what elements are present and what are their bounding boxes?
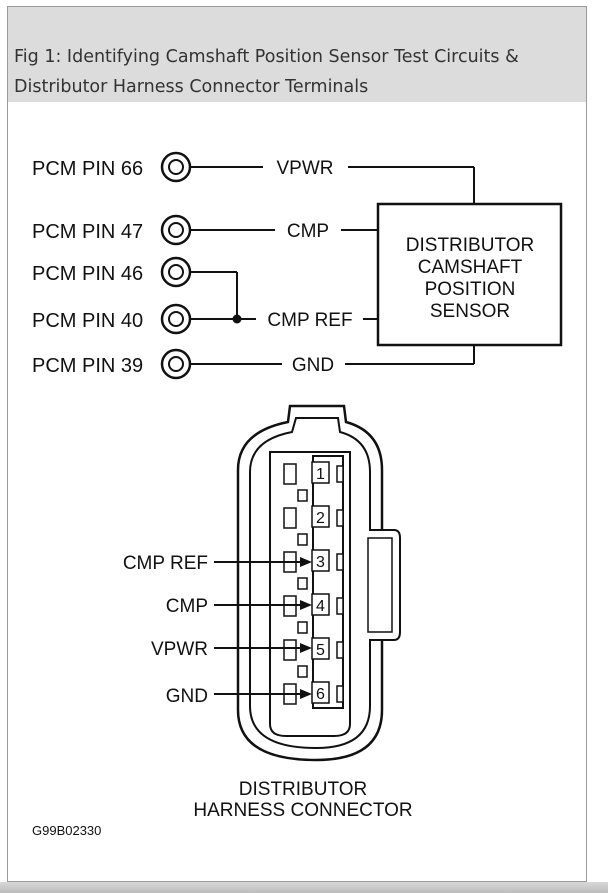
sensor-label-line1: DISTRIBUTOR	[406, 235, 534, 256]
caption-line-1: Fig 1: Identifying Camshaft Position Sen…	[14, 47, 519, 67]
terminal-number-3: 3	[316, 554, 325, 571]
callout-arrows	[214, 557, 312, 699]
caption-line-2: Distributor Harness Connector Terminals	[14, 77, 369, 97]
pin-terminal-39	[160, 348, 192, 380]
terminal-number-2: 2	[316, 510, 325, 527]
pcm-pin-label-46: PCM PIN 46	[32, 263, 143, 285]
pin-terminal-47	[160, 214, 192, 246]
terminal-number-4: 4	[316, 598, 325, 615]
pin-terminal-46	[160, 256, 192, 288]
sensor-box	[376, 202, 563, 347]
pcm-pin-label-66: PCM PIN 66	[32, 158, 143, 180]
connector-title-line2: HARNESS CONNECTOR	[193, 800, 412, 821]
terminal-number-1: 1	[316, 466, 325, 483]
circuit-wires	[191, 166, 475, 365]
viewer-bottom-edge	[0, 882, 608, 893]
sensor-label-line3: POSITION	[425, 279, 516, 300]
figure-caption: Fig 1: Identifying Camshaft Position Sen…	[8, 7, 586, 102]
terminal-boxes	[311, 461, 330, 704]
sensor-label-line2: CAMSHAFT	[418, 257, 523, 278]
callout-label-cmp-ref: CMP REF	[123, 553, 208, 574]
signal-label-cmp: CMP	[287, 221, 329, 242]
sensor-label-line4: SENSOR	[430, 301, 510, 322]
pcm-pin-label-40: PCM PIN 40	[32, 310, 143, 332]
terminal-number-5: 5	[316, 642, 325, 659]
terminal-number-6: 6	[316, 686, 325, 703]
pcm-pin-label-47: PCM PIN 47	[32, 221, 143, 243]
callout-label-vpwr: VPWR	[151, 639, 208, 660]
signal-label-vpwr: VPWR	[277, 158, 334, 179]
callout-label-gnd: GND	[166, 686, 208, 707]
pin-terminal-40	[160, 303, 192, 335]
splice-dot	[232, 314, 242, 324]
pcm-pin-label-39: PCM PIN 39	[32, 355, 143, 377]
signal-label-cmp-ref: CMP REF	[267, 310, 352, 331]
callout-label-cmp: CMP	[166, 596, 208, 617]
harness-connector	[236, 404, 401, 762]
signal-label-gnd: GND	[292, 355, 334, 376]
pin-terminal-66	[160, 151, 192, 183]
connector-title-line1: DISTRIBUTOR	[239, 779, 367, 800]
figure-id: G99B02330	[32, 823, 101, 838]
